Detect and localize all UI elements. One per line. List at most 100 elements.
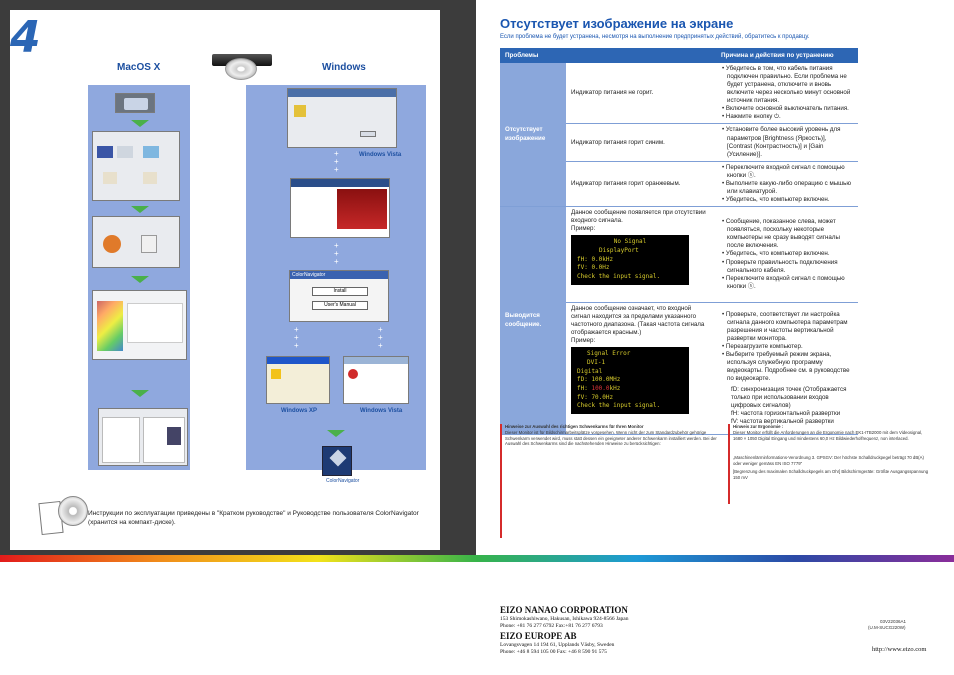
corp-name-europe: EIZO EUROPE AB (500, 631, 577, 641)
action-item: • Проверьте правильность подключения сиг… (722, 258, 838, 274)
table-row: Индикатор питания горит оранжевым. • Пер… (500, 161, 858, 208)
problem-cell: Индикатор питания не горит. (566, 63, 716, 125)
column-header-problems: Проблемы (500, 48, 716, 63)
action-item: • Переключите входной сигнал с помощью к… (722, 274, 845, 290)
document-icon (103, 172, 117, 184)
colornavigator-app-icon (167, 427, 181, 445)
win-vista-warning-shot (343, 356, 409, 404)
column-header-actions: Причина и действия по устранению (716, 48, 858, 63)
users-manual-button[interactable]: User's Manual (312, 301, 368, 310)
macos-label: MacOS X (117, 62, 161, 73)
problem-cell: Данное сообщение появляется при отсутств… (566, 206, 716, 303)
installer-graphic-icon (97, 301, 123, 351)
doc-code-model: (U.M-SUCG220W) (868, 625, 906, 630)
example-label: Пример: (571, 337, 596, 345)
action-item: • Включите основной выключатель питания. (722, 105, 849, 113)
screen-line: No Signal (613, 238, 647, 246)
plus-icon: +++ (378, 325, 383, 350)
screen-line: fV: 0.0Hz (577, 264, 610, 272)
vista-label-2: Windows Vista (360, 408, 403, 414)
action-item: • Переключите входной сигнал с помощью к… (722, 163, 845, 179)
table-row: Выводится сообщение. Данное сообщение по… (500, 206, 858, 435)
table-header-row: Проблемы Причина и действия по устранени… (500, 48, 858, 63)
folder-icon (143, 146, 159, 158)
screen-line: fV: 70.0Hz (577, 393, 614, 401)
win-colornavigator-dialog-shot: ColorNavigator Install User's Manual (289, 270, 389, 322)
table-row: Отсутствует изображение Индикатор питани… (500, 63, 858, 207)
troubleshooting-table: Проблемы Причина и действия по устранени… (500, 48, 858, 435)
error-icon (348, 369, 358, 379)
legend-item: fD: синхронизация точек (Отображается то… (731, 386, 847, 410)
screen-line: Digital (577, 367, 603, 375)
screen-line: fH: 100.0kHz (577, 385, 621, 393)
installer-text-area (127, 303, 183, 343)
doc-code: 03V22036A1 (880, 619, 907, 624)
document-icon (143, 172, 157, 184)
mac-colornavigator-folder-shot (92, 216, 180, 268)
window-titlebar (288, 89, 396, 97)
eizo-banner-icon (337, 189, 387, 229)
action-cell: • Установите более высокий уровень для п… (716, 123, 858, 162)
action-item: • Выберите требуемый режим экрана, испол… (722, 350, 850, 383)
corp-phone-japan: Phone: +81 76 277 6792 Fax:+81 76 277 67… (500, 623, 603, 629)
app-glyph-icon (329, 449, 347, 467)
german-right-title: Hinweis zur Ergonomie : (733, 424, 784, 429)
website-link[interactable]: http://www.eizo.com (872, 646, 927, 653)
corp-phone-europe: Phone: +46 8 594 105 00 Fax: +46 8 590 9… (500, 649, 607, 655)
signal-error-screen: Signal Error DVI-1 Digital fD: 100.0MHz … (571, 347, 689, 415)
corp-address-europe: Lovangsvagen 14 194 61, Upplands Väsby, … (500, 642, 615, 648)
dialog-title: ColorNavigator (290, 271, 388, 279)
plus-icon: +++ (334, 149, 339, 174)
manual-icon (141, 235, 157, 253)
app-label: ColorNavigator (326, 478, 360, 484)
screen-line: Check the input signal. (577, 402, 661, 410)
problem-group-no-picture: Отсутствует изображение (500, 63, 566, 207)
continue-button[interactable] (360, 131, 376, 137)
german-right-note: [Begrenzung des maximalen Schalldruckpeg… (733, 468, 929, 480)
cd-disc-icon (225, 58, 257, 80)
page-subtitle: Если проблема не будет устранена, несмот… (500, 34, 810, 40)
no-signal-screen: No Signal DisplayPort fH: 0.0kHz fV: 0.0… (571, 235, 689, 285)
windows-label: Windows (322, 62, 366, 73)
arrow-down-icon (131, 206, 149, 213)
cd-disc-icon (58, 496, 88, 526)
german-right-block: Hinweis zur Ergonomie : Dieser Monitor e… (733, 424, 933, 481)
out-of-range-value: 100.0 (591, 385, 610, 393)
problem-cell: Индикатор питания горит синим. (566, 123, 716, 162)
screen-line: DVI-1 (587, 359, 606, 366)
cd-volume-icon (124, 98, 148, 110)
mac-installer-shot (92, 290, 187, 360)
step-number: 4 (10, 12, 41, 63)
german-left-title: Hinweise zur Auswahl des richtigen Schwe… (505, 424, 644, 429)
install-button[interactable]: Install (312, 287, 368, 296)
example-label: Пример: (571, 225, 596, 233)
problem-cell: Данное сообщение означает, что входной с… (566, 302, 716, 435)
arrow-down-icon (327, 430, 345, 437)
screen-line: Check the input signal. (577, 272, 661, 280)
action-cell: • Сообщение, показанное слева, может поя… (716, 206, 858, 303)
colornavigator-app-icon (103, 235, 121, 253)
plus-icon: +++ (334, 241, 339, 266)
screen-line: Signal Error (587, 350, 631, 358)
arrow-down-icon (131, 276, 149, 283)
screen-line: fD: 100.0MHz (577, 376, 621, 384)
colornavigator-app-icon (322, 446, 352, 476)
window-titlebar (344, 357, 408, 364)
window-titlebar (267, 357, 329, 364)
red-accent-bar (500, 424, 502, 538)
xp-label: Windows XP (281, 408, 317, 414)
manual-note: Инструкции по эксплуатации приведены в "… (88, 510, 419, 526)
mac-cd-icon-shot (115, 93, 155, 113)
legend-item: fV: частота вертикальной развертки (731, 418, 834, 426)
plus-icon: +++ (294, 325, 299, 350)
mac-finder-window-shot (92, 131, 180, 201)
win-autoplay-dialog-shot (287, 88, 397, 148)
page-title: Отсутствует изображение на экране (500, 16, 734, 31)
red-accent-bar (728, 424, 730, 504)
file-list (102, 417, 140, 463)
problem-group-message: Выводится сообщение. (500, 206, 566, 435)
arrow-down-icon (131, 120, 149, 127)
german-left-body: Dieser Monitor ist für Bildschirmarbeits… (505, 429, 717, 447)
legend-item: fH: частота горизонтальной развертки (731, 410, 841, 418)
rainbow-bar (0, 555, 954, 562)
